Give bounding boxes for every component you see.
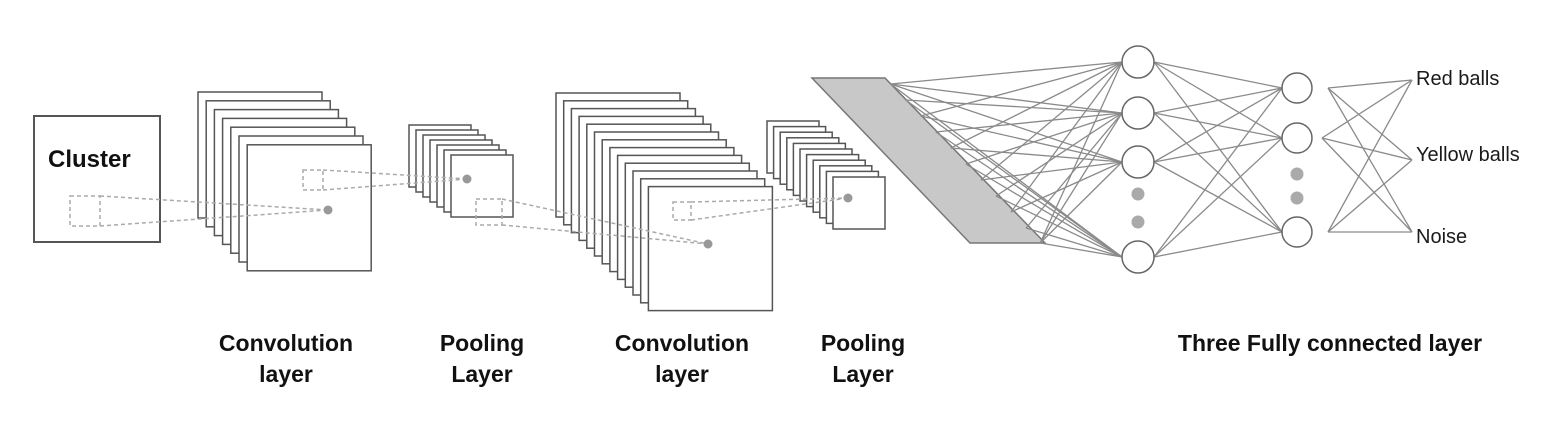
fc-edge <box>935 112 1123 133</box>
fc-edge <box>1153 87 1283 163</box>
conv1-map <box>246 144 372 272</box>
input-box <box>33 115 161 243</box>
pool2-map <box>832 176 886 230</box>
fc-edge <box>890 83 1123 163</box>
conv2-map <box>647 185 774 312</box>
fc-edge <box>1153 231 1283 258</box>
fc-connections <box>890 61 1413 258</box>
rf-line <box>690 197 849 221</box>
fc-neurons <box>1121 45 1313 274</box>
fc-edge <box>1153 61 1283 233</box>
rf-line <box>99 209 329 227</box>
stage-label-conv2: Convolution layer <box>592 328 772 390</box>
output-edge <box>1321 137 1413 233</box>
fc-edge <box>950 61 1123 149</box>
fc-edge <box>1040 242 1123 258</box>
fc-edge <box>1153 61 1283 89</box>
fc-edge <box>1153 87 1283 258</box>
stage-label-conv2-line1: Convolution <box>614 330 750 356</box>
fc1-neuron <box>1121 240 1155 274</box>
fc-edge <box>1153 87 1283 114</box>
fc-edge <box>890 83 1123 258</box>
stage-label-conv2-line2: layer <box>655 361 709 387</box>
fc-edge <box>920 115 1123 163</box>
output-edge <box>1327 87 1413 161</box>
fc-edge <box>1039 112 1123 244</box>
input-label: Cluster <box>48 146 131 173</box>
fc1-neuron <box>1121 45 1155 79</box>
rf-box-input <box>69 195 101 227</box>
rf-dot <box>843 193 853 203</box>
output-edge <box>1327 87 1413 233</box>
fc-edge <box>1153 137 1283 163</box>
stage-label-pool1: Pooling Layer <box>412 328 552 390</box>
fc-edge <box>995 195 1123 258</box>
stage-label-conv1: Convolution layer <box>196 328 376 390</box>
output-edge <box>1321 137 1413 161</box>
fc-edge <box>1025 112 1123 229</box>
stage-label-pool2-line1: Pooling <box>820 330 906 356</box>
rf-line <box>501 198 709 245</box>
output-label-noise: Noise <box>1416 226 1468 248</box>
fc-edge <box>950 147 1123 163</box>
flatten-block <box>810 77 1047 244</box>
rf-box-pool1 <box>475 198 503 226</box>
stage-label-pool2: Pooling Layer <box>793 328 933 390</box>
rf-line <box>99 195 329 211</box>
output-label-yellow-balls: Yellow balls <box>1416 144 1520 166</box>
stage-label-conv1-line2: layer <box>259 361 313 387</box>
fc-edge <box>920 61 1123 117</box>
fc-edge <box>980 161 1123 181</box>
fc-edge <box>935 131 1123 258</box>
fc-label: Three Fully connected layer <box>1177 330 1483 356</box>
output-edge <box>1327 159 1413 233</box>
receptive-field-lines <box>69 169 853 249</box>
fc1-neuron <box>1121 96 1155 130</box>
fc2-neuron <box>1281 216 1313 248</box>
output-label-red-balls: Red balls <box>1416 68 1500 90</box>
fc-edge <box>1025 227 1123 258</box>
fc-edge <box>905 99 1123 258</box>
output-edge <box>1327 79 1413 89</box>
fc-edge <box>890 83 1123 114</box>
fc-edge <box>1153 137 1283 258</box>
rf-dot <box>703 239 713 249</box>
stage-label-pool1-line1: Pooling <box>439 330 525 356</box>
fc-edge <box>1039 61 1123 244</box>
ellipsis-dot <box>1290 167 1304 181</box>
rf-dot <box>323 205 333 215</box>
fc1-neuron <box>1121 145 1155 179</box>
fc2-neuron <box>1281 122 1313 154</box>
stage-label-conv1-line1: Convolution <box>218 330 354 356</box>
feature-map-stacks <box>33 91 886 312</box>
pool1-map <box>450 154 514 218</box>
fc-edge <box>1010 161 1123 213</box>
fc-edge <box>965 112 1123 165</box>
fc-edge <box>980 61 1123 181</box>
fc-edge <box>1010 61 1123 213</box>
rf-box-conv1 <box>302 169 324 191</box>
output-edge <box>1327 79 1413 233</box>
ellipsis-dot <box>1290 191 1304 205</box>
rf-box-conv2 <box>672 201 692 221</box>
rf-line <box>322 178 468 191</box>
stage-label-pool2-line2: Layer <box>832 361 894 387</box>
ellipsis-dot <box>1131 215 1145 229</box>
flatten-layer <box>810 77 1047 244</box>
fc-edge <box>1039 161 1123 244</box>
fc-edge <box>965 163 1123 258</box>
rf-dot <box>462 174 472 184</box>
fc2-neuron <box>1281 72 1313 104</box>
fc-edge <box>890 61 1123 85</box>
stage-label-pool1-line2: Layer <box>451 361 513 387</box>
output-edge <box>1321 79 1413 139</box>
rf-line <box>322 169 468 180</box>
ellipsis-dot <box>1131 187 1145 201</box>
fc-edge <box>995 112 1123 197</box>
rf-line <box>690 197 849 203</box>
